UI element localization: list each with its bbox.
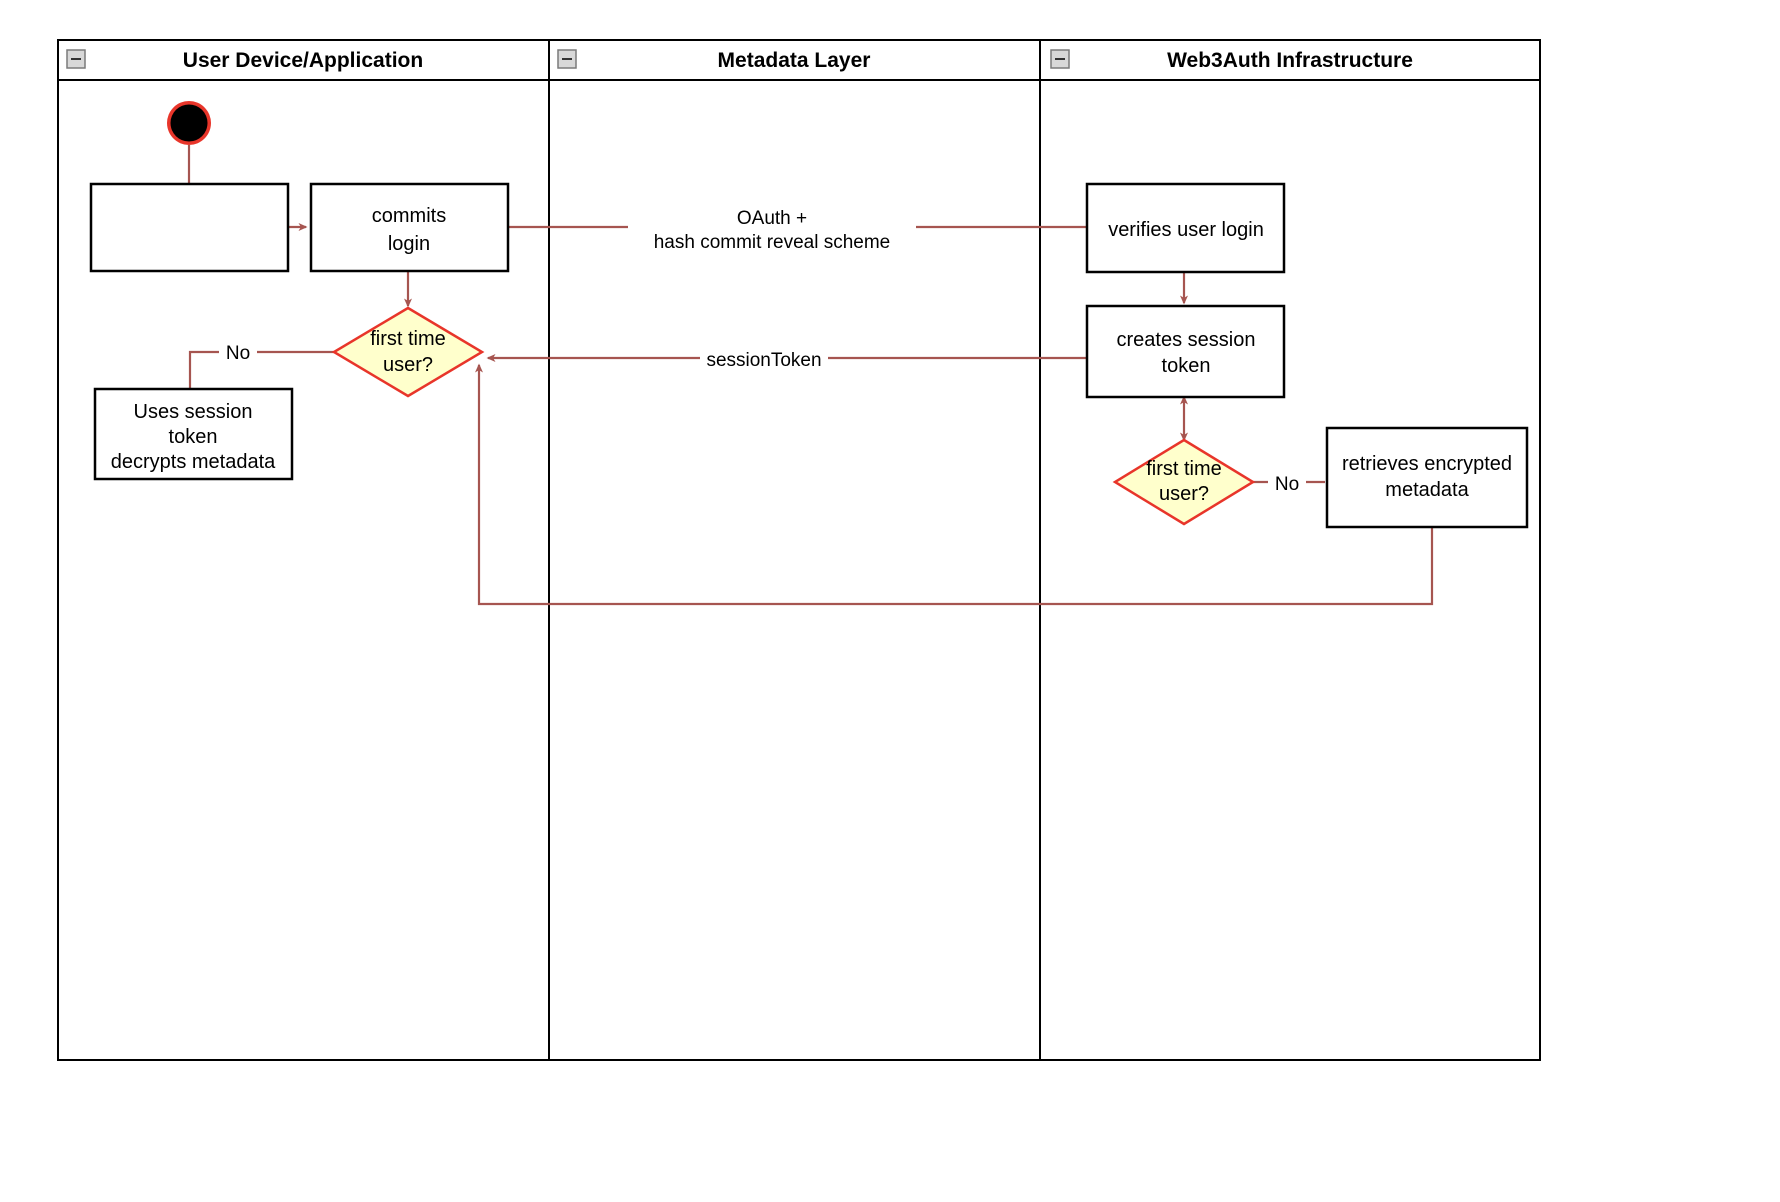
node-decision-first-time-user-right[interactable]: first time user? <box>1112 438 1256 526</box>
edge-label-oauth: OAuth + hash commit reveal scheme <box>628 205 916 253</box>
node-label-line1: first time <box>1146 458 1222 480</box>
swimlane-metadata-layer: Metadata Layer <box>548 39 1041 1061</box>
connector-retrieves-encrypted-metadata-to-decision-left <box>475 363 1434 606</box>
lane-title-web3auth: Web3Auth Infrastructure <box>1167 49 1413 72</box>
lane-title-metadata-layer: Metadata Layer <box>718 49 871 72</box>
edge-label-no-left: No <box>219 340 257 365</box>
node-verifies-user-login[interactable]: verifies user login <box>1085 182 1286 274</box>
node-label-line2: login <box>388 233 430 255</box>
edge-label-oauth-line1: OAuth + <box>737 208 807 229</box>
node-label-line1: commits <box>372 205 446 227</box>
node-creates-session-token[interactable]: creates session token <box>1085 304 1286 399</box>
node-label-line1: retrieves encrypted <box>1342 453 1512 475</box>
node-label-line2: user? <box>1159 483 1209 505</box>
lane-header-metadata-layer[interactable] <box>548 39 1041 81</box>
node-label-line2: user? <box>383 354 433 376</box>
node-label-line2: token <box>169 426 218 448</box>
node-label-line3: decrypts metadata <box>111 451 276 473</box>
collapse-minus-icon[interactable] <box>557 49 577 69</box>
lane-header-user-device[interactable] <box>57 39 550 81</box>
node-label-line2: metadata <box>1385 479 1469 501</box>
connector-decision-left-no-to-uses-session-token <box>188 350 337 389</box>
edge-label-no-left-text: No <box>226 343 250 364</box>
node-commits-login[interactable]: commits login <box>309 182 510 273</box>
edge-label-oauth-line2: hash commit reveal scheme <box>654 232 891 253</box>
edge-label-no-right: No <box>1268 471 1306 496</box>
node-user-triggers-login[interactable] <box>89 182 290 273</box>
start-node <box>167 101 211 145</box>
node-label-line1: creates session <box>1117 329 1256 351</box>
node-label-line2: token <box>1162 355 1211 377</box>
collapse-minus-icon[interactable] <box>1050 49 1070 69</box>
collapse-minus-icon[interactable] <box>66 49 86 69</box>
edge-label-session-token: sessionToken <box>700 346 828 372</box>
lane-title-user-device: User Device/Application <box>183 49 423 72</box>
node-label-line1: first time <box>370 328 446 350</box>
node-label: verifies user login <box>1108 219 1264 241</box>
edge-label-no-right-text: No <box>1275 474 1299 495</box>
node-label-line1: Uses session <box>134 401 253 423</box>
node-uses-session-token[interactable]: Uses session token decrypts metadata <box>93 387 294 481</box>
node-decision-first-time-user-left[interactable]: first time user? <box>331 306 485 398</box>
edge-label-session-token-text: sessionToken <box>706 350 821 371</box>
node-retrieves-encrypted-metadata[interactable]: retrieves encrypted metadata <box>1325 426 1529 529</box>
lane-header-web3auth[interactable] <box>1039 39 1541 81</box>
